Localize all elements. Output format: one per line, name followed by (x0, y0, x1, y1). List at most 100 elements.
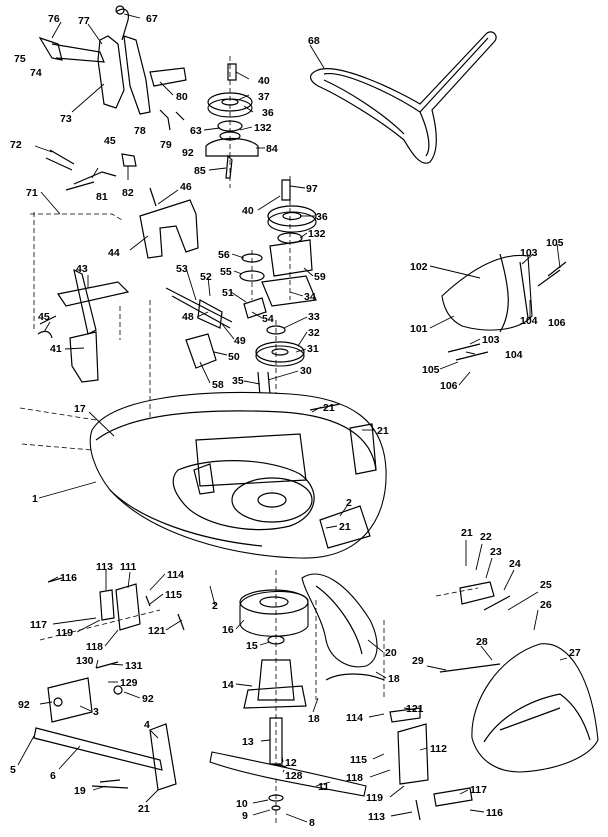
callout-74: 74 (30, 67, 42, 79)
callout-46: 46 (180, 181, 192, 193)
callout-18: 18 (388, 673, 400, 685)
callout-labels: 76 77 67 75 74 73 80 78 79 92 72 45 81 8… (10, 13, 581, 829)
callout-40b: 40 (242, 205, 254, 217)
callout-26: 26 (540, 599, 552, 611)
callout-33: 33 (308, 311, 320, 323)
callout-131: 131 (125, 660, 143, 672)
callout-112: 112 (430, 743, 447, 755)
callout-111: 111 (120, 561, 137, 573)
callout-53: 53 (176, 263, 188, 275)
callout-63: 63 (190, 125, 202, 137)
leader-lines (17, 13, 568, 823)
callout-14: 14 (222, 679, 234, 691)
callout-24: 24 (509, 558, 521, 570)
callout-104b: 104 (505, 349, 523, 361)
spindle-assembly-part (239, 570, 309, 826)
callout-56: 56 (218, 249, 230, 261)
callout-105: 105 (546, 237, 564, 249)
callout-8: 8 (309, 817, 315, 829)
callout-21: 21 (323, 402, 335, 414)
callout-113: 113 (96, 561, 113, 573)
callout-77: 77 (78, 15, 90, 27)
parts-artwork (17, 5, 599, 826)
callout-1: 1 (32, 493, 38, 505)
callout-115: 115 (165, 589, 182, 601)
callout-92b: 92 (18, 699, 30, 711)
callout-114b: 114 (346, 712, 363, 724)
callout-85: 85 (194, 165, 206, 177)
mower-deck-housing-part (19, 300, 387, 559)
callout-40: 40 (258, 75, 270, 87)
callout-103: 103 (520, 247, 538, 259)
callout-71: 71 (26, 187, 38, 199)
callout-119: 119 (56, 627, 73, 639)
callout-43: 43 (76, 263, 88, 275)
callout-117: 117 (30, 619, 47, 631)
callout-3: 3 (93, 706, 99, 718)
callout-5: 5 (10, 764, 16, 776)
callout-101: 101 (410, 323, 428, 335)
callout-115b: 115 (350, 754, 367, 766)
belt-guide-part (301, 573, 385, 700)
callout-117b: 117 (470, 784, 487, 796)
callout-80: 80 (176, 91, 188, 103)
callout-21e: 21 (461, 527, 473, 539)
callout-92: 92 (182, 147, 194, 159)
callout-6: 6 (50, 770, 56, 782)
linkage-brackets-part (30, 5, 187, 330)
callout-97: 97 (306, 183, 318, 195)
callout-35: 35 (232, 375, 244, 387)
callout-84: 84 (266, 143, 278, 155)
middle-pulley-stack-part (267, 176, 317, 300)
callout-68: 68 (308, 35, 320, 47)
callout-118b: 118 (346, 772, 363, 784)
callout-118: 118 (86, 641, 103, 653)
callout-132: 132 (254, 122, 272, 134)
callout-25: 25 (540, 579, 552, 591)
callout-15: 15 (246, 640, 258, 652)
callout-132b: 132 (308, 228, 326, 240)
callout-34: 34 (304, 291, 316, 303)
callout-19: 19 (74, 785, 86, 797)
discharge-chute-small-part (441, 253, 567, 361)
mower-blade-part (209, 751, 367, 811)
callout-27: 27 (569, 647, 581, 659)
upper-pulley-stack-part (205, 56, 259, 188)
callout-41: 41 (50, 343, 62, 355)
callout-104: 104 (520, 315, 538, 327)
callout-92c: 92 (142, 693, 154, 705)
callout-36: 36 (262, 107, 274, 119)
idler-arm-part (165, 250, 317, 460)
callout-2: 2 (346, 497, 352, 509)
callout-11: 11 (318, 781, 329, 793)
callout-45: 45 (104, 135, 116, 147)
callout-30: 30 (300, 365, 312, 377)
callout-129: 129 (120, 677, 138, 689)
callout-102: 102 (410, 261, 428, 273)
callout-106: 106 (548, 317, 566, 329)
callout-58: 58 (212, 379, 224, 391)
callout-103b: 103 (482, 334, 500, 346)
callout-21c: 21 (339, 521, 351, 533)
callout-49: 49 (234, 335, 246, 347)
callout-67: 67 (146, 13, 158, 25)
callout-21b: 21 (377, 425, 389, 437)
callout-50: 50 (228, 351, 240, 363)
callout-32: 32 (308, 327, 320, 339)
callout-37: 37 (258, 91, 270, 103)
callout-51: 51 (222, 287, 234, 299)
callout-114: 114 (167, 569, 184, 581)
callout-10: 10 (236, 798, 248, 810)
callout-20: 20 (385, 647, 397, 659)
callout-36b: 36 (316, 211, 328, 223)
callout-59: 59 (314, 271, 326, 283)
callout-76: 76 (48, 13, 60, 25)
callout-78: 78 (134, 125, 146, 137)
callout-13: 13 (242, 736, 254, 748)
callout-121: 121 (148, 625, 166, 637)
callout-22: 22 (480, 531, 492, 543)
callout-128: 128 (285, 770, 303, 782)
callout-17: 17 (74, 403, 86, 415)
deck-links-part (33, 609, 177, 791)
